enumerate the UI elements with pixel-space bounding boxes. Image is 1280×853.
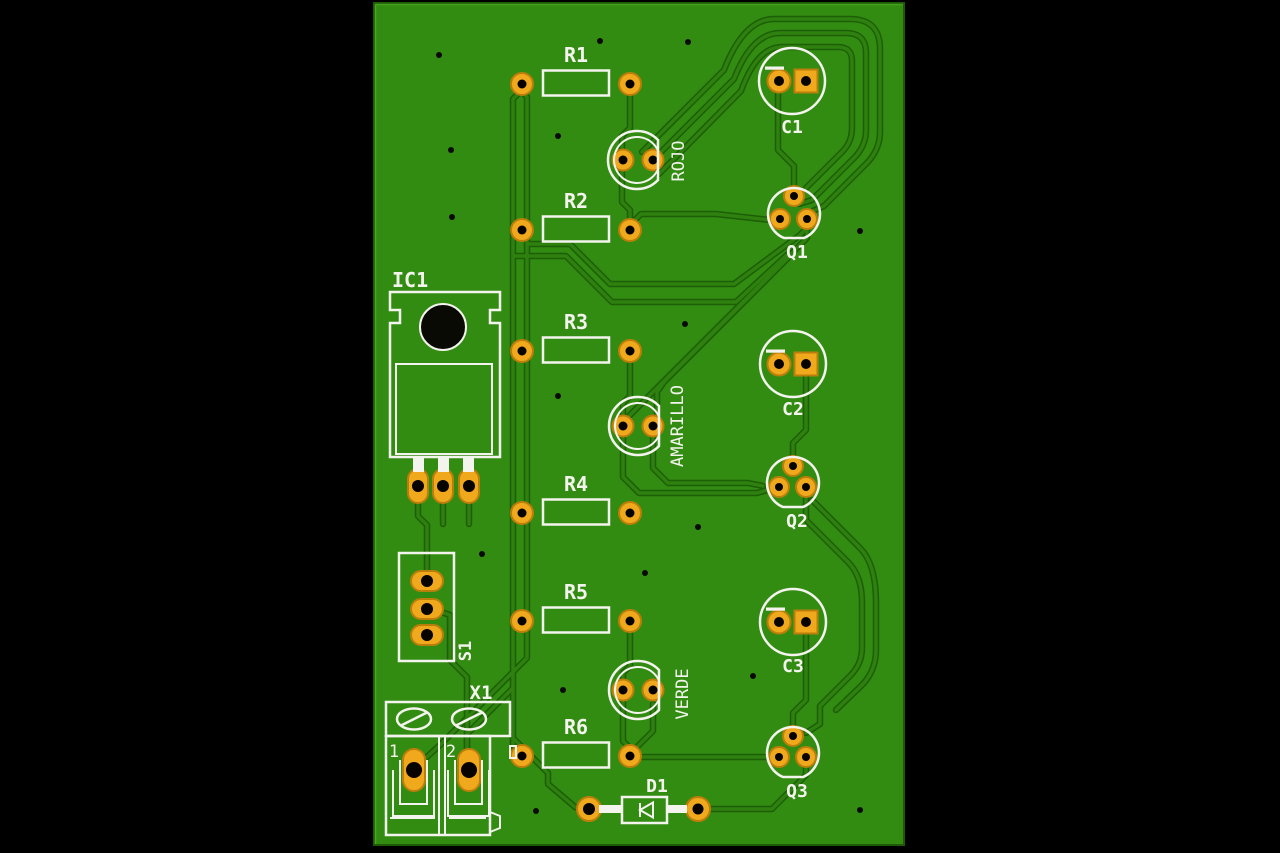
via <box>750 673 756 679</box>
trace <box>632 702 655 752</box>
trace <box>810 498 878 712</box>
via <box>448 147 454 153</box>
transistor-q1-footprint: Q1 <box>766 186 822 263</box>
pcb-board <box>373 2 905 846</box>
ic1-label: IC1 <box>392 268 428 292</box>
trace <box>621 436 773 495</box>
x1-pin2-label: 2 <box>446 742 456 762</box>
resistor-r3-footprint: R3 <box>541 310 611 364</box>
resistor-r1-footprint: R1 <box>541 43 611 97</box>
led-rojo-footprint: ROJO <box>606 129 689 191</box>
c3-polarity-minus-mark <box>766 607 785 611</box>
s1-footprint: S1 <box>397 551 476 663</box>
d1-pads <box>576 796 711 822</box>
led-amarillo-label: AMARILLO <box>668 385 688 467</box>
via <box>533 808 539 814</box>
q1-label: Q1 <box>786 242 808 263</box>
via <box>555 133 561 139</box>
x1-screw-1 <box>395 707 433 731</box>
trace <box>511 252 790 304</box>
via <box>857 807 863 813</box>
transistor-q2-footprint: Q2 <box>765 455 821 532</box>
x1-label: X1 <box>470 682 493 704</box>
via <box>857 228 863 234</box>
via <box>449 214 455 220</box>
d1-lead <box>667 805 687 813</box>
resistor-pads <box>510 72 642 768</box>
trace <box>651 436 765 488</box>
c1-polarity-minus-mark <box>765 66 784 70</box>
ic1-leg <box>463 456 474 472</box>
ic1-leg <box>438 456 449 472</box>
c1-label: C1 <box>781 117 803 138</box>
s1-label: S1 <box>456 641 476 661</box>
ic1-footprint: IC1 <box>388 268 502 472</box>
x1-pin1-label: 1 <box>389 742 399 762</box>
led-amarillo-footprint: AMARILLO <box>607 385 688 467</box>
trace <box>804 491 864 735</box>
d1-body <box>620 795 669 825</box>
solder-pads <box>402 68 819 822</box>
ic1-leg <box>413 456 424 472</box>
capacitor-c3-footprint: C3 <box>758 587 828 677</box>
via <box>560 687 566 693</box>
d1-footprint: D1 <box>599 776 687 825</box>
resistor-r5-footprint: R5 <box>541 580 611 634</box>
resistor-r6-footprint: R6 <box>541 715 611 769</box>
r4-label: R4 <box>564 472 588 496</box>
led-rojo-label: ROJO <box>669 141 689 182</box>
via-holes <box>436 38 863 814</box>
x1-footprint: X1 1 2 <box>384 682 517 837</box>
r3-label: R3 <box>564 310 588 334</box>
r2-label: R2 <box>564 189 588 213</box>
x1-side-flag <box>489 811 501 833</box>
d1-label: D1 <box>646 776 668 797</box>
ic1-mounting-hole <box>419 303 467 351</box>
q2-label: Q2 <box>786 511 808 532</box>
led-verde-label: VERDE <box>673 668 693 719</box>
via <box>642 570 648 576</box>
q3-label: Q3 <box>786 781 808 802</box>
capacitor-c2-footprint: C2 <box>758 329 828 420</box>
trace <box>657 45 854 190</box>
resistor-r2-footprint: R2 <box>541 189 611 243</box>
capacitor-c1-footprint: C1 <box>757 46 827 138</box>
c3-label: C3 <box>782 656 804 677</box>
transistor-q3-footprint: Q3 <box>765 725 821 802</box>
via <box>436 52 442 58</box>
x1-pads <box>402 748 481 792</box>
x1-side-tab <box>509 745 517 759</box>
trace <box>791 374 808 464</box>
c2-polarity-minus-mark <box>766 349 785 353</box>
board-outline <box>373 2 905 846</box>
trace <box>416 495 429 577</box>
trace <box>525 226 809 286</box>
x1-screw-2 <box>450 707 488 731</box>
via <box>685 39 691 45</box>
led-verde-footprint: VERDE <box>607 659 693 721</box>
trace <box>648 31 868 206</box>
via <box>479 551 485 557</box>
ic1-pads <box>407 468 480 504</box>
trace <box>640 17 882 215</box>
d1-lead <box>599 805 623 813</box>
r5-label: R5 <box>564 580 588 604</box>
silkscreen-layer: R1 R2 R3 R4 R5 R6 ROJO <box>384 43 828 837</box>
s1-pads <box>410 570 444 646</box>
trace <box>708 762 808 811</box>
resistor-r4-footprint: R4 <box>541 472 611 526</box>
d1-anode-triangle <box>637 800 654 820</box>
via <box>682 321 688 327</box>
r1-label: R1 <box>564 43 588 67</box>
trace <box>791 632 808 734</box>
r6-label: R6 <box>564 715 588 739</box>
c2-label: C2 <box>782 399 804 420</box>
trace <box>776 90 796 194</box>
capacitor-pads <box>766 68 819 635</box>
via <box>555 393 561 399</box>
via <box>695 524 701 530</box>
via <box>597 38 603 44</box>
